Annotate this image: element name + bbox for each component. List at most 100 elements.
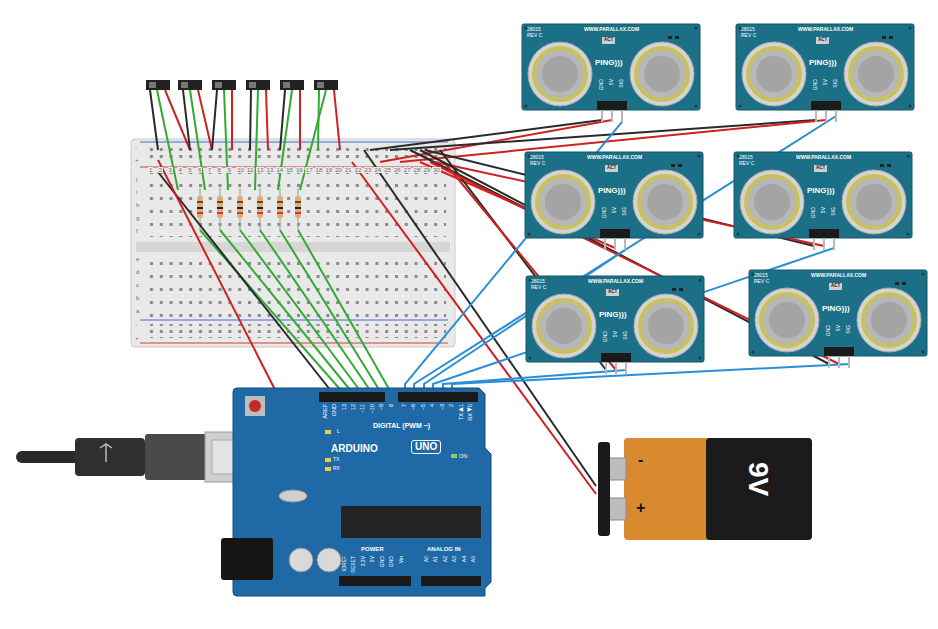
pin-label: 9V: [744, 462, 772, 496]
breadboard-label: j: [135, 176, 138, 182]
board-text: PING))): [822, 305, 850, 313]
rect-shape: [277, 196, 283, 218]
path-shape: [260, 230, 374, 396]
rect-shape: [605, 362, 607, 374]
circle-shape: [542, 56, 578, 92]
breadboard-label: 9: [226, 167, 231, 173]
board-text: PING))): [595, 59, 623, 67]
rect-shape: [600, 229, 630, 238]
pin-label: 5V: [823, 79, 828, 85]
breadboard-label: 17: [305, 167, 314, 173]
board-text: WWW.PARALLAX.COM: [588, 279, 643, 284]
rect-shape: [197, 207, 203, 209]
rect-shape: [277, 212, 283, 214]
circle-shape: [694, 26, 697, 29]
pin-label: SIG: [623, 331, 628, 340]
rect-shape: [601, 110, 603, 122]
rect-shape: [249, 82, 256, 88]
ultrasonic-sensor: 28015 REV CWWW.PARALLAX.COMACTPING)))GND…: [736, 24, 912, 104]
circle-shape: [648, 308, 684, 344]
path-shape: [300, 90, 326, 190]
pin-label: GND: [599, 79, 604, 90]
path-shape: [150, 90, 158, 150]
usb-cable: [22, 432, 245, 482]
circle-shape: [317, 548, 341, 572]
breadboard-label: 2: [158, 167, 163, 173]
pin-label: A4: [462, 556, 467, 562]
breadboard-label: 6: [197, 167, 202, 173]
rect-shape: [678, 164, 682, 167]
rect-shape: [736, 24, 914, 110]
circle-shape: [751, 350, 754, 353]
breadboard-label: 30: [432, 167, 441, 173]
rect-shape: [339, 576, 411, 586]
path-shape: [190, 90, 205, 190]
board-text: DIGITAL (PWM ~): [373, 422, 430, 429]
pin-label: SIG: [833, 79, 838, 88]
pin-label: ~3: [440, 404, 446, 410]
breadboard-label: 3: [168, 167, 173, 173]
breadboard-label: c: [135, 282, 140, 288]
circle-shape: [524, 104, 527, 107]
rect-shape: [325, 430, 331, 434]
pin-label: GND: [380, 556, 385, 567]
rect-shape: [181, 82, 188, 88]
breadboard-label: 29: [422, 167, 431, 173]
circle-shape: [538, 300, 590, 352]
circle-shape: [698, 278, 701, 281]
path-shape: [298, 230, 393, 396]
rect-shape: [197, 201, 203, 203]
rect-shape: [815, 110, 817, 122]
board-text: ON: [459, 454, 467, 460]
rect-shape: [824, 347, 854, 356]
circle-shape: [694, 104, 697, 107]
rect-shape: [319, 392, 385, 402]
pin-label: GND: [811, 207, 816, 218]
rect-shape: [295, 201, 301, 203]
pin-label: GND: [602, 207, 607, 218]
battery: 9V-+: [598, 438, 812, 540]
board-text: ACT: [606, 289, 619, 296]
board-text: ACT: [605, 165, 618, 172]
rect-shape: [178, 80, 202, 90]
board-text: PING))): [599, 311, 627, 319]
path-shape: [266, 90, 268, 150]
breadboard-label: 20: [334, 167, 343, 173]
pin-label: SIG: [831, 207, 836, 216]
pin-label: ~9: [379, 404, 385, 410]
circle-shape: [289, 548, 313, 572]
breadboard-label: -: [134, 322, 138, 328]
board-text: TX: [333, 457, 339, 462]
circle-shape: [537, 176, 589, 228]
circle-shape: [748, 48, 800, 100]
rect-shape: [277, 207, 283, 209]
rect-shape: [131, 139, 455, 347]
circle-shape: [249, 400, 261, 412]
rect-shape: [146, 254, 446, 319]
breadboard-label: 12: [256, 167, 265, 173]
breadboard-label: 15: [285, 167, 294, 173]
rect-shape: [848, 356, 850, 368]
board-text: PING))): [809, 59, 837, 67]
breadboard-label: 25: [383, 167, 392, 173]
pin-label: 5V: [613, 331, 618, 337]
board-text: PING))): [807, 187, 835, 195]
rect-shape: [679, 288, 683, 291]
rect-shape: [217, 196, 223, 218]
board-text: +: [636, 500, 645, 516]
rect-shape: [522, 24, 700, 110]
pin-label: A3: [452, 556, 457, 562]
circle-shape: [856, 184, 892, 220]
line-shape: [140, 167, 448, 168]
breadboard-label: 21: [344, 167, 353, 173]
ultrasonic-sensor: 28015 REV CWWW.PARALLAX.COMACTPING)))GND…: [749, 270, 924, 352]
pin-label: 13: [342, 404, 348, 410]
rect-shape: [237, 201, 243, 203]
pin-label: 5V: [609, 79, 614, 85]
board-text: WWW.PARALLAX.COM: [584, 27, 639, 32]
board-text: 28015 REV C: [530, 155, 548, 166]
rect-shape: [325, 458, 331, 462]
board-text: 28015 REV C: [754, 273, 772, 284]
circle-shape: [736, 232, 739, 235]
